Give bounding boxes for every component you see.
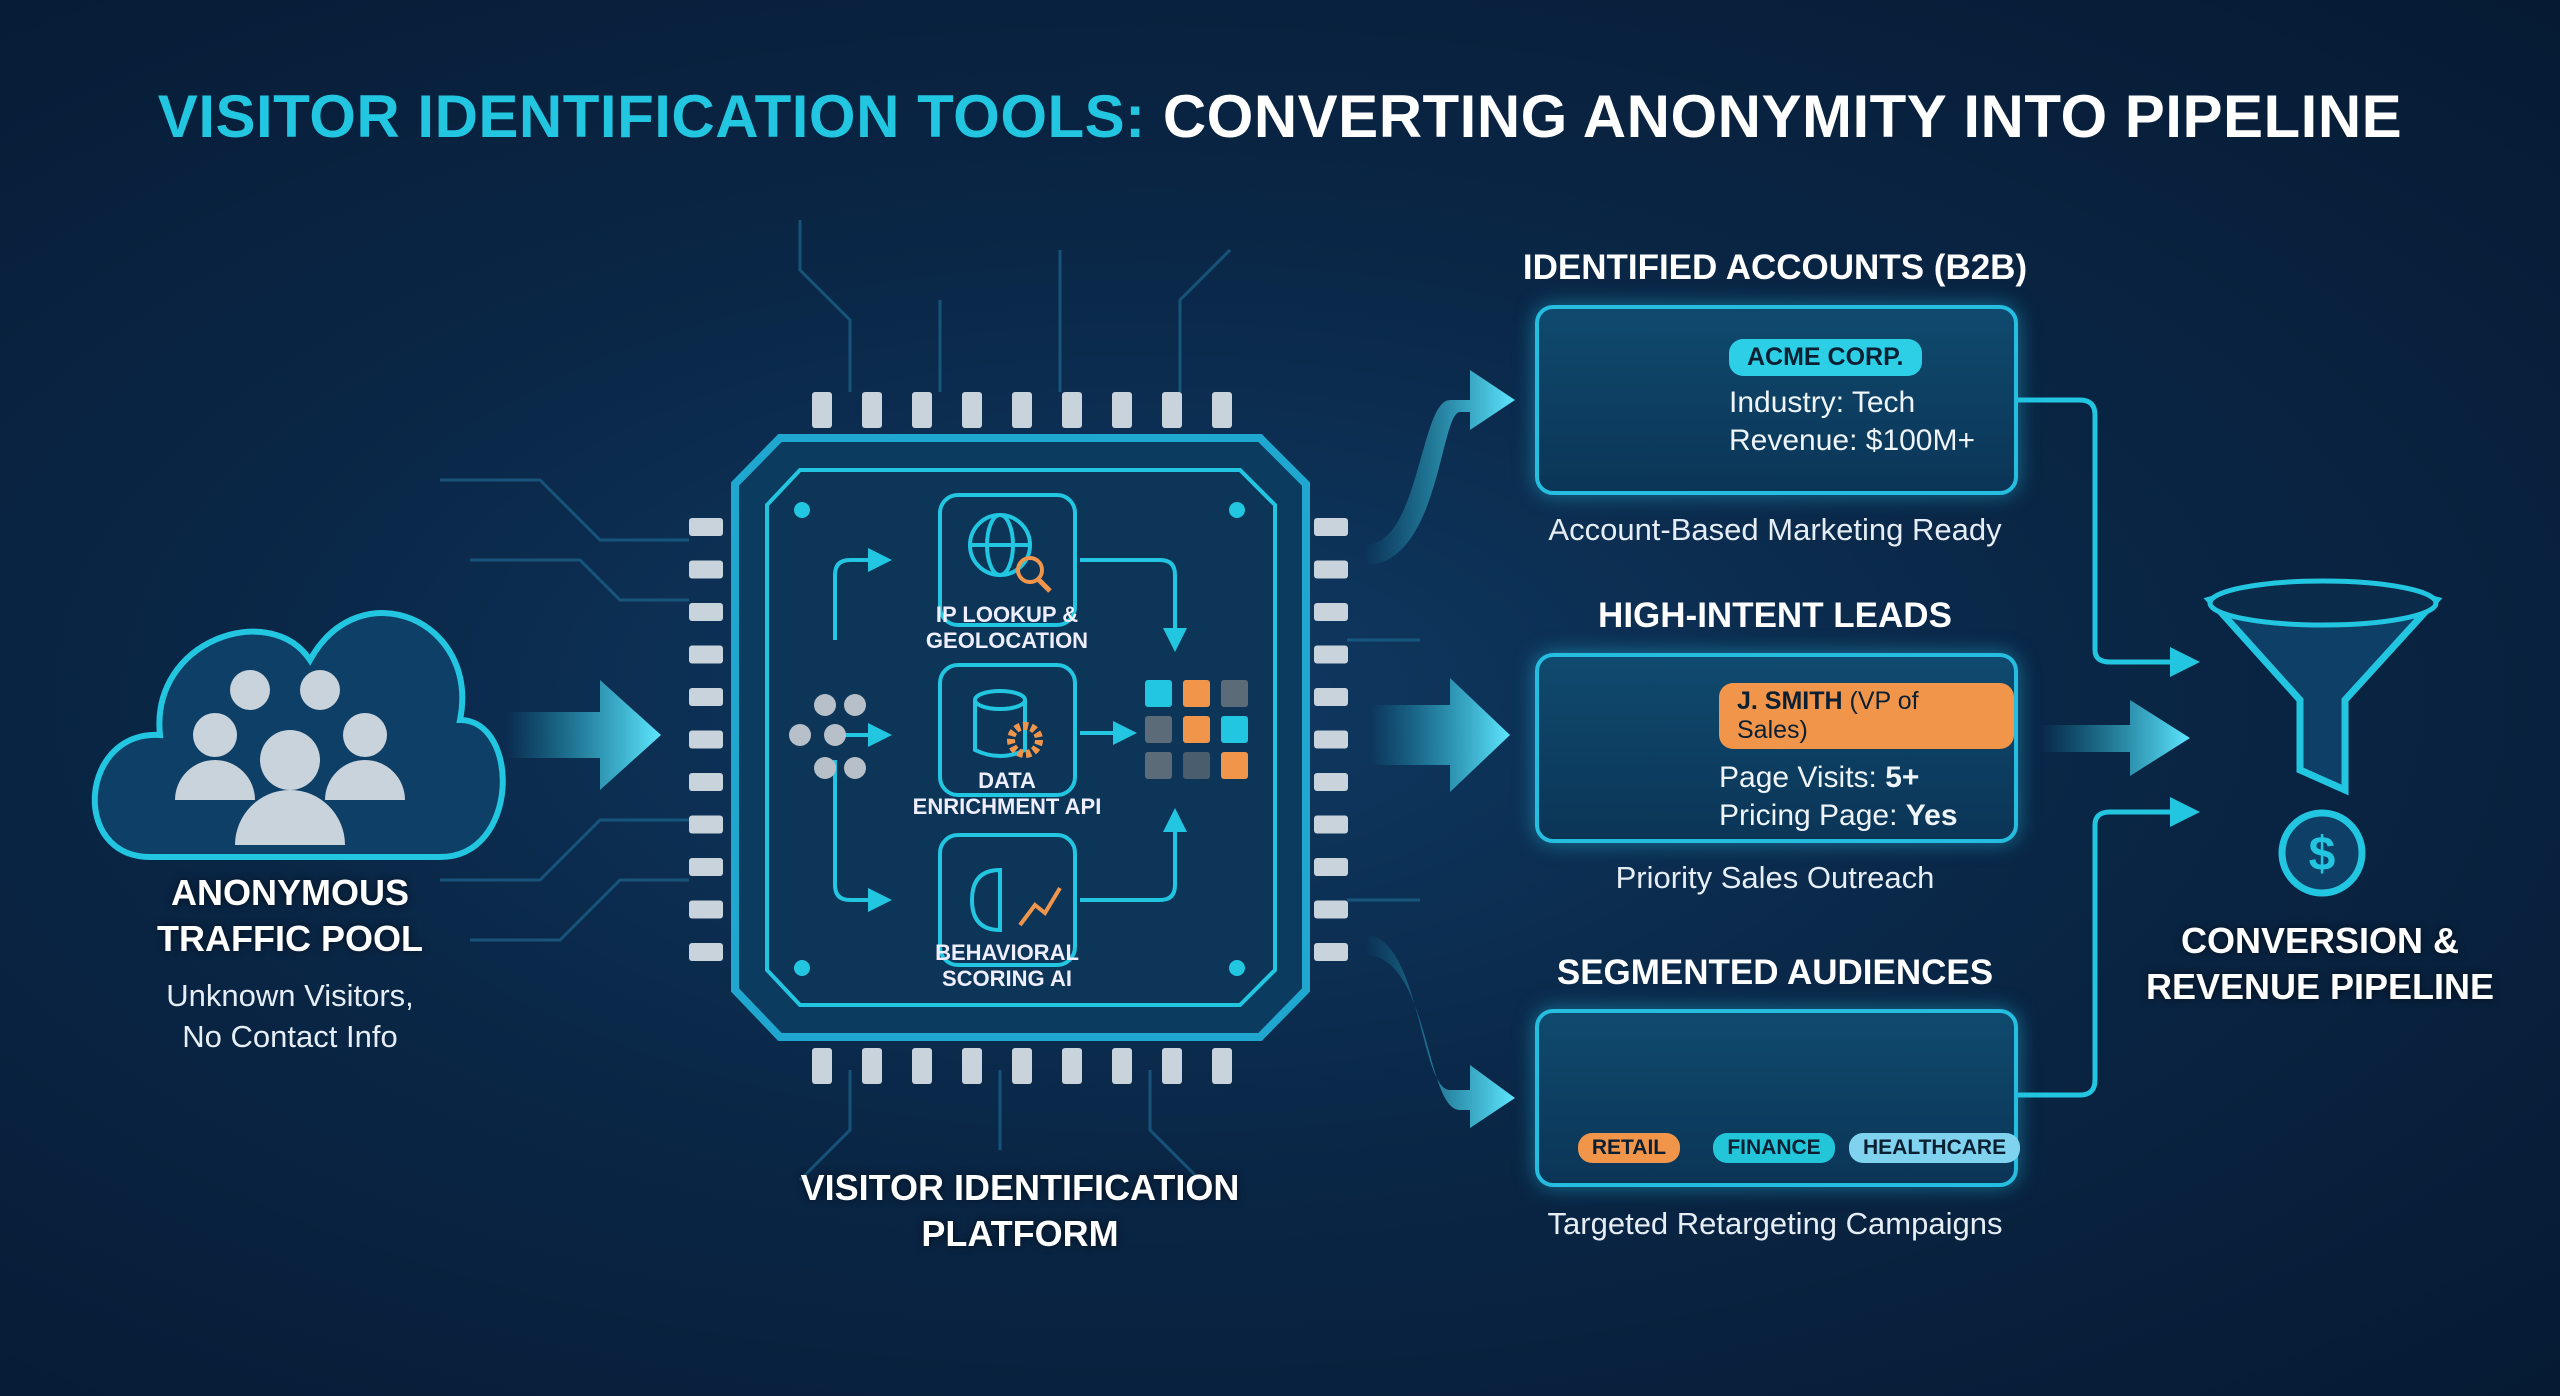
- funnel-dollar-icon: $: [2203, 578, 2443, 897]
- arrow-right-icon: [2040, 700, 2190, 776]
- segment-healthcare: HEALTHCARE: [1849, 1133, 2021, 1163]
- chip-pin: [1162, 1048, 1182, 1084]
- segments-caption: Targeted Retargeting Campaigns: [1547, 1206, 2003, 1241]
- chip-pin: [1062, 392, 1082, 428]
- chip-pin: [962, 392, 982, 428]
- arrow-up-right-icon: [1365, 370, 1515, 565]
- chip-pin: [1212, 1048, 1232, 1084]
- chip-pin: [912, 1048, 932, 1084]
- data-grid-cell: [1221, 752, 1248, 779]
- chip-pin: [1314, 645, 1348, 664]
- chip-pin: [1314, 518, 1348, 536]
- chip-pin: [1112, 1048, 1132, 1084]
- chip-pin: [689, 645, 723, 664]
- leads-caption: Priority Sales Outreach: [1615, 860, 1935, 895]
- chip-pin: [1314, 943, 1348, 961]
- segment-finance: FINANCE: [1699, 1133, 1849, 1163]
- cloud-people-icon: [91, 610, 506, 860]
- arrow-right-icon: [506, 680, 661, 790]
- data-grid-cell: [1145, 752, 1172, 779]
- lead-badge: J. SMITH (VP of Sales): [1719, 683, 2014, 749]
- chip-pin: [1162, 392, 1182, 428]
- chip-pin: [689, 688, 723, 706]
- chip-pin: [1314, 730, 1348, 749]
- leads-card: J. SMITH (VP of Sales) Page Visits: 5+ P…: [1535, 653, 2018, 843]
- chip-pin: [1314, 900, 1348, 919]
- chip-pin: [1314, 688, 1348, 706]
- chip-pin: [962, 1048, 982, 1084]
- accounts-caption: Account-Based Marketing Ready: [1548, 512, 2002, 547]
- chip-pin: [1314, 773, 1348, 791]
- data-grid-cell: [1183, 716, 1210, 743]
- segment-retail: RETAIL: [1559, 1133, 1699, 1163]
- data-grid-cell: [1221, 680, 1248, 707]
- chip-pin: [812, 1048, 832, 1084]
- data-grid-cell: [1183, 752, 1210, 779]
- chip-pin: [912, 392, 932, 428]
- chip-pin: [1314, 815, 1348, 834]
- chip-pin: [1012, 1048, 1032, 1084]
- accounts-heading: IDENTIFIED ACCOUNTS (B2B): [1522, 248, 2028, 287]
- company-badge: ACME CORP.: [1729, 339, 1922, 376]
- svg-text:$: $: [2309, 828, 2336, 881]
- chip-pin: [689, 730, 723, 749]
- chip-pins: [689, 392, 1348, 1084]
- chip-pin: [1212, 392, 1232, 428]
- chip-pin: [1012, 392, 1032, 428]
- chip-pin: [812, 392, 832, 428]
- page-title: VISITOR IDENTIFICATION TOOLS: CONVERTING…: [157, 83, 2403, 150]
- data-grid-cell: [1145, 716, 1172, 743]
- leads-heading: HIGH-INTENT LEADS: [1598, 596, 1952, 635]
- arrow-right-icon: [1370, 678, 1510, 792]
- chip-pin: [689, 900, 723, 919]
- destination-label: CONVERSION &REVENUE PIPELINE: [2145, 920, 2495, 1007]
- data-grid-cell: [1183, 680, 1210, 707]
- chip-pin: [689, 943, 723, 961]
- arrow-down-right-icon: [1365, 935, 1515, 1128]
- module-ip-lookup: IP LOOKUP &GEOLOCATION: [925, 602, 1089, 653]
- chip-pin: [1314, 603, 1348, 621]
- segments-card: RETAIL FINANCE HEALTHCARE: [1535, 1009, 2021, 1187]
- chip-pin: [689, 518, 723, 536]
- chip-pin: [1314, 858, 1348, 876]
- chip-pin: [689, 560, 723, 579]
- accounts-card: ACME CORP. Industry: Tech Revenue: $100M…: [1535, 305, 2018, 495]
- chip-pin: [689, 773, 723, 791]
- chip-pin: [689, 858, 723, 876]
- chip-pin: [862, 392, 882, 428]
- chip-pin: [1314, 560, 1348, 579]
- chip-pin: [862, 1048, 882, 1084]
- chip-pin: [689, 815, 723, 834]
- data-grid-cell: [1145, 680, 1172, 707]
- chip-pin: [1112, 392, 1132, 428]
- chip-pin: [1062, 1048, 1082, 1084]
- segments-heading: SEGMENTED AUDIENCES: [1556, 953, 1994, 992]
- data-grid-cell: [1221, 716, 1248, 743]
- chip-pin: [689, 603, 723, 621]
- source-subtitle: Unknown Visitors,No Contact Info: [166, 978, 414, 1054]
